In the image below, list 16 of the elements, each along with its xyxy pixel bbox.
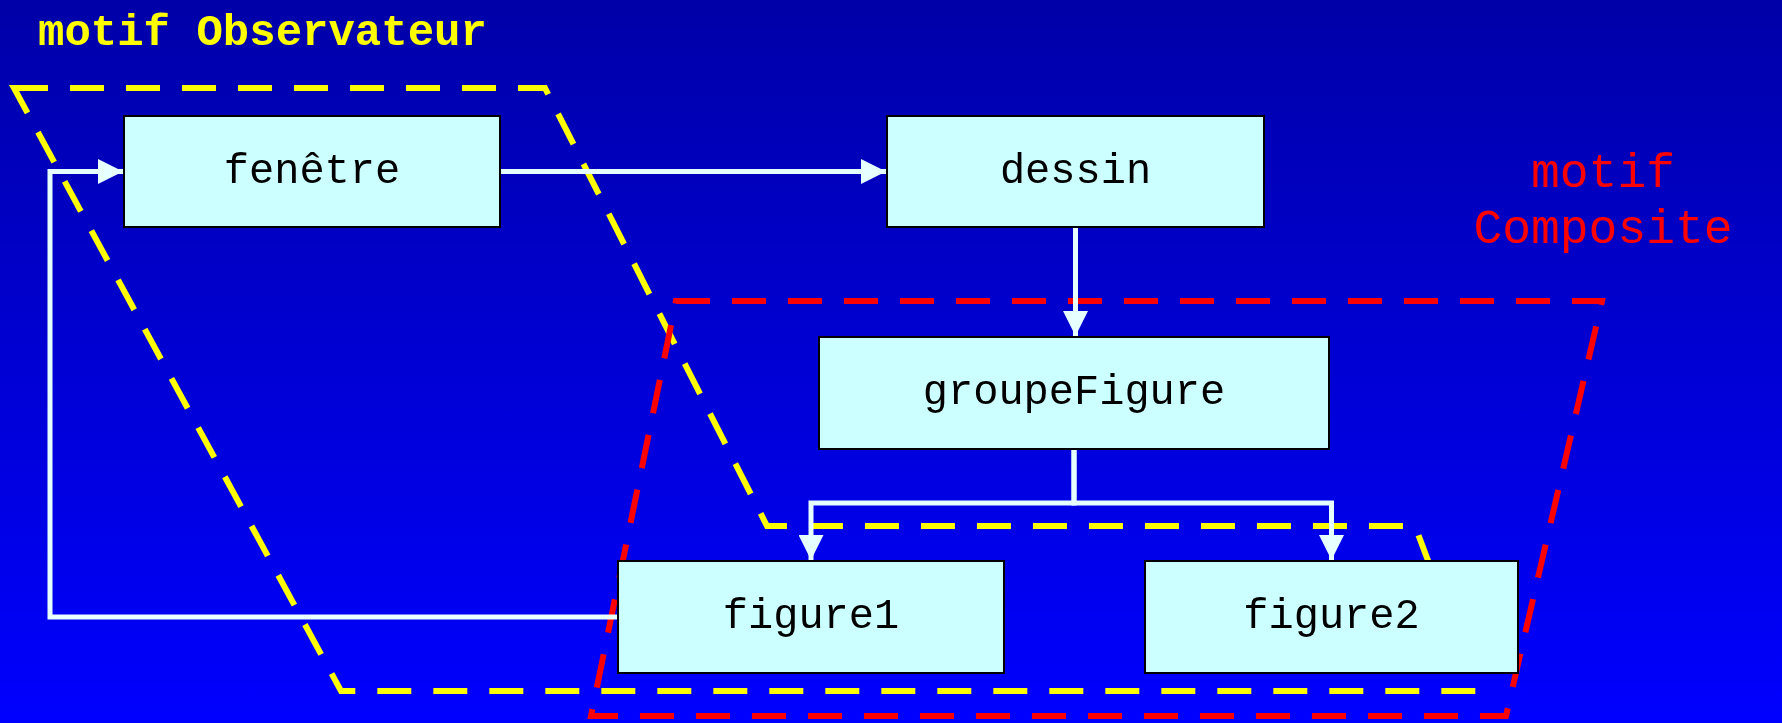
arrow (501, 159, 886, 184)
group-title: motif Composite (1472, 146, 1734, 258)
class-name: groupeFigure (922, 369, 1226, 417)
arrow (1071, 450, 1344, 560)
class-name: figure1 (722, 593, 900, 641)
arrow (1063, 228, 1088, 336)
class-box (1144, 560, 1519, 674)
class-name: dessin (999, 147, 1152, 196)
class-box (818, 336, 1330, 450)
group-title: motif Observateur (38, 8, 488, 58)
class-name: fenêtre (223, 147, 401, 196)
class-name: figure2 (1243, 593, 1420, 641)
class-box (886, 115, 1265, 228)
class-box (123, 115, 501, 228)
arrow (47, 159, 617, 620)
class-box (617, 560, 1005, 674)
